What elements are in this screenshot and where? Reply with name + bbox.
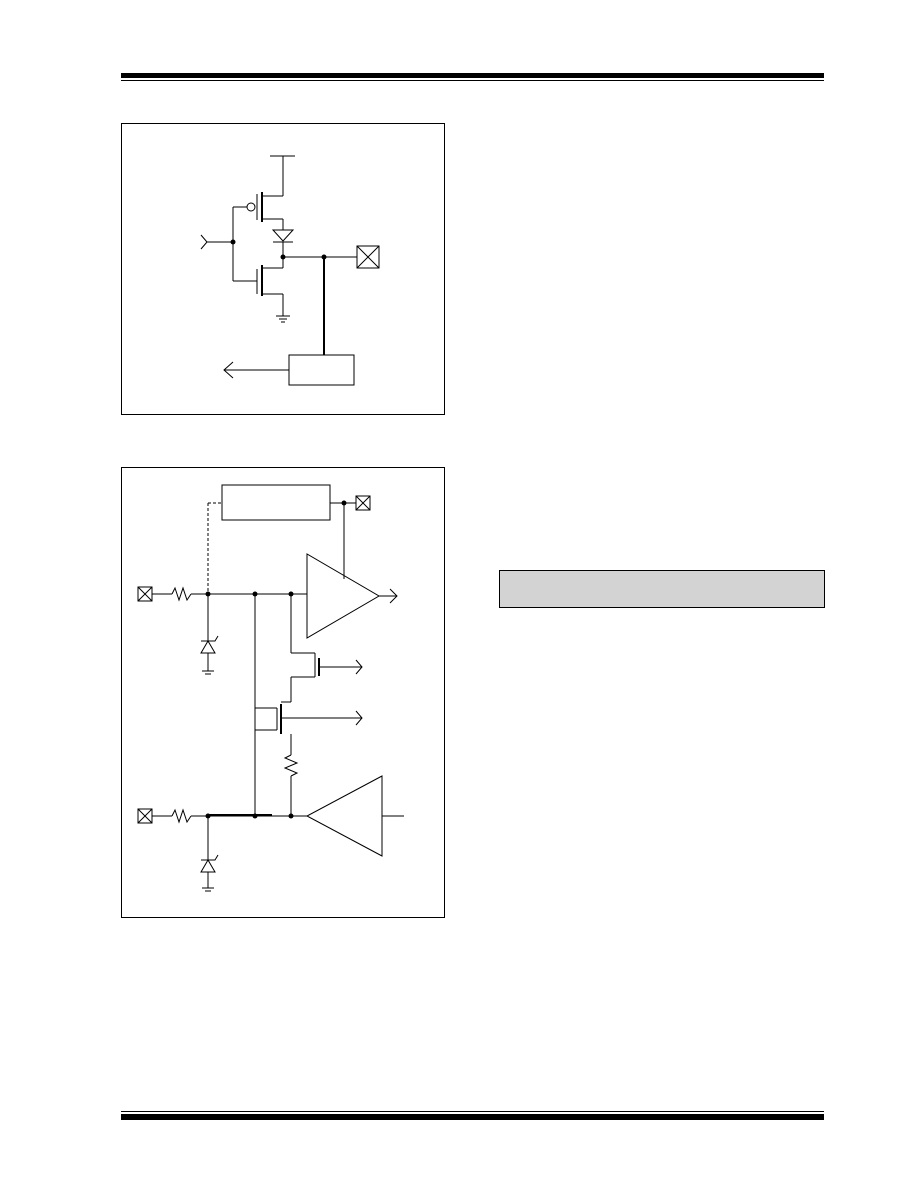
control-block: [221, 484, 331, 521]
resistor-upper: [171, 586, 192, 602]
header-rule-thick: [121, 73, 824, 78]
input-chevron: [200, 234, 208, 250]
amplifier-lower: [305, 775, 383, 857]
output-driver-figure: [121, 123, 445, 415]
resistor-lower: [171, 808, 192, 824]
input-buffer-box: [288, 354, 355, 386]
junction-dot: [252, 591, 258, 597]
junction-dot: [341, 500, 347, 506]
output-driver-schematic: [200, 155, 380, 386]
diode-symbol: [271, 229, 295, 242]
feedback-arrow-head: [223, 361, 234, 379]
junction-dot: [205, 813, 211, 819]
note-box: [499, 570, 825, 608]
junction-dot: [288, 591, 294, 597]
junction-dot: [280, 254, 286, 260]
footer-rule-thick: [121, 1114, 824, 1120]
junction-dot: [252, 813, 258, 819]
zener-lower: [200, 859, 216, 873]
junction-dot: [205, 591, 211, 597]
junction-dot: [321, 254, 327, 260]
pin-box-top: [355, 495, 371, 511]
resistor-vertical: [283, 754, 299, 777]
footer-rule-thin: [121, 1111, 824, 1112]
amplifier-upper: [306, 553, 380, 639]
header-rule-thin: [121, 80, 824, 81]
oscillator-figure: [121, 467, 445, 918]
zener-upper: [200, 640, 216, 654]
pmos-bubble: [246, 202, 256, 212]
junction-dot: [230, 239, 236, 245]
pin-box: [356, 245, 380, 269]
output-chevron: [389, 588, 398, 604]
oscillator-schematic: [137, 484, 404, 892]
junction-dot: [288, 813, 294, 819]
